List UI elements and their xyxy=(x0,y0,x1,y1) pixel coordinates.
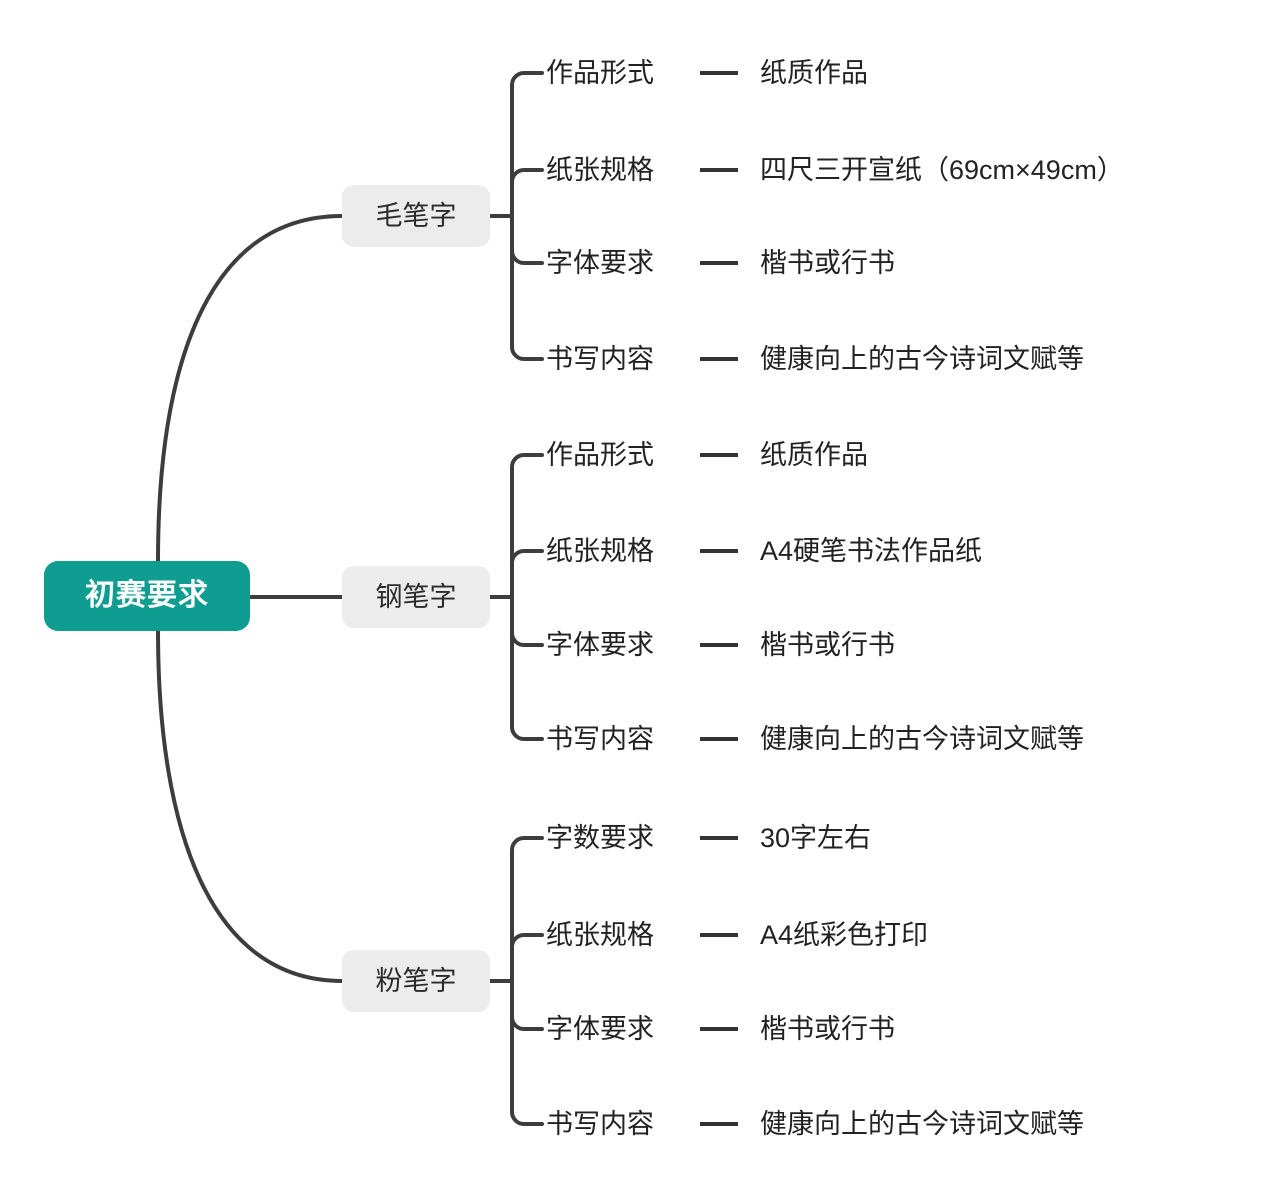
leaf-key: 纸张规格 xyxy=(546,154,654,185)
leaf-value: 30字左右 xyxy=(760,822,872,853)
leaf-separator-icon xyxy=(700,357,738,361)
leaf-separator-icon xyxy=(700,836,738,840)
bracket-spine-2 xyxy=(510,836,544,1126)
branch-node-label: 粉笔字 xyxy=(375,965,457,996)
branch-node-2[interactable]: 粉笔字 xyxy=(342,950,490,1012)
leaf-value: 健康向上的古今诗词文赋等 xyxy=(760,1108,1084,1139)
leaf-value: A4纸彩色打印 xyxy=(760,919,929,950)
leaf-row[interactable]: 书写内容 健康向上的古今诗词文赋等 xyxy=(546,337,1084,381)
leaf-value: 健康向上的古今诗词文赋等 xyxy=(760,343,1084,374)
leaf-key: 字体要求 xyxy=(546,629,654,660)
root-node-label: 初赛要求 xyxy=(85,579,209,612)
leaf-row[interactable]: 字体要求 楷书或行书 xyxy=(546,241,895,285)
leaf-separator-icon xyxy=(700,1027,738,1031)
leaf-key: 书写内容 xyxy=(546,723,654,754)
leaf-row[interactable]: 作品形式 纸质作品 xyxy=(546,433,868,477)
leaf-key: 字体要求 xyxy=(546,247,654,278)
leaf-row[interactable]: 字体要求 楷书或行书 xyxy=(546,1007,895,1051)
leaf-value: 纸质作品 xyxy=(760,57,868,88)
leaf-key: 字体要求 xyxy=(546,1013,654,1044)
leaf-value: A4硬笔书法作品纸 xyxy=(760,535,983,566)
leaf-key: 书写内容 xyxy=(546,1108,654,1139)
leaf-separator-icon xyxy=(700,1122,738,1126)
leaf-separator-icon xyxy=(700,643,738,647)
leaf-separator-icon xyxy=(700,453,738,457)
leaf-value: 健康向上的古今诗词文赋等 xyxy=(760,723,1084,754)
bracket-stub-0-1 xyxy=(510,168,544,184)
bracket-stub-2-1 xyxy=(510,933,544,949)
leaf-row[interactable]: 字体要求 楷书或行书 xyxy=(546,623,895,667)
leaf-key: 作品形式 xyxy=(546,439,654,470)
leaf-value: 楷书或行书 xyxy=(760,1013,895,1044)
bracket-spine-1 xyxy=(510,453,544,741)
leaf-row[interactable]: 字数要求 30字左右 xyxy=(546,816,871,860)
leaf-row[interactable]: 纸张规格 A4硬笔书法作品纸 xyxy=(546,529,982,573)
leaf-separator-icon xyxy=(700,933,738,937)
branch-node-label: 钢笔字 xyxy=(375,581,457,612)
leaf-key: 字数要求 xyxy=(546,822,654,853)
leaf-row[interactable]: 书写内容 健康向上的古今诗词文赋等 xyxy=(546,1102,1084,1146)
bracket-stub-1-1 xyxy=(510,549,544,565)
leaf-separator-icon xyxy=(700,261,738,265)
leaf-key: 作品形式 xyxy=(546,57,654,88)
leaf-key: 书写内容 xyxy=(546,343,654,374)
bracket-spine-0 xyxy=(510,71,544,361)
leaf-key: 纸张规格 xyxy=(546,919,654,950)
leaf-value: 楷书或行书 xyxy=(760,629,895,660)
bracket-stub-0-2 xyxy=(510,249,544,265)
leaf-separator-icon xyxy=(700,168,738,172)
leaf-value: 四尺三开宣纸（69cm×49cm） xyxy=(760,154,1124,185)
leaf-separator-icon xyxy=(700,549,738,553)
leaf-row[interactable]: 纸张规格 A4纸彩色打印 xyxy=(546,913,928,957)
bracket-stub-1-2 xyxy=(510,631,544,647)
edge-root-to-branch-0 xyxy=(156,214,344,563)
branch-node-label: 毛笔字 xyxy=(375,200,457,231)
leaf-row[interactable]: 作品形式 纸质作品 xyxy=(546,51,868,95)
leaf-value: 纸质作品 xyxy=(760,439,868,470)
leaf-value: 楷书或行书 xyxy=(760,247,895,278)
bracket-stub-2-2 xyxy=(510,1015,544,1031)
leaf-separator-icon xyxy=(700,737,738,741)
root-node[interactable]: 初赛要求 xyxy=(44,561,250,631)
branch-node-0[interactable]: 毛笔字 xyxy=(342,185,490,247)
edge-root-to-branch-2 xyxy=(156,629,344,983)
branch-node-1[interactable]: 钢笔字 xyxy=(342,566,490,628)
leaf-separator-icon xyxy=(700,71,738,75)
leaf-row[interactable]: 纸张规格 四尺三开宣纸（69cm×49cm） xyxy=(546,148,1124,192)
leaf-row[interactable]: 书写内容 健康向上的古今诗词文赋等 xyxy=(546,717,1084,761)
leaf-key: 纸张规格 xyxy=(546,535,654,566)
